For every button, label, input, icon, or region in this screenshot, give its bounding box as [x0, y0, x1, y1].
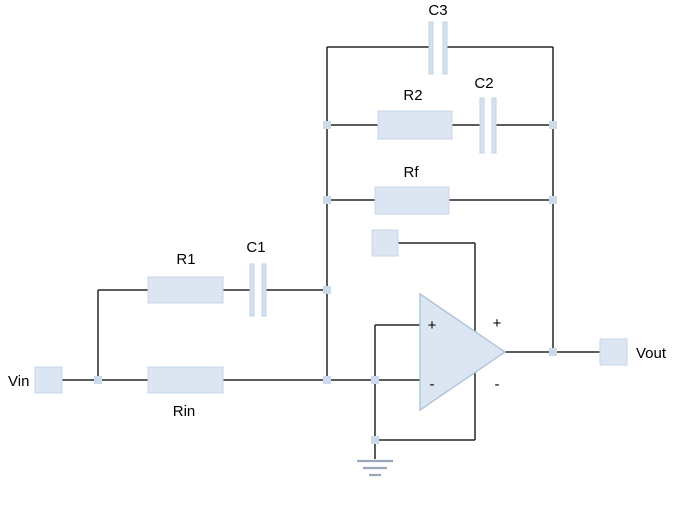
opamp-triangle: [419, 292, 507, 412]
label-vout: Vout: [636, 345, 667, 362]
ground-symbol: [357, 459, 393, 477]
capacitor-c1-plate-right: [261, 263, 267, 317]
capacitor-c1-plate-left: [249, 263, 255, 317]
label-c2: C2: [474, 75, 493, 92]
components: [34, 21, 628, 412]
label-r2: R2: [403, 87, 422, 104]
resistor-r1: [147, 276, 224, 304]
resistor-rin: [147, 366, 224, 394]
junction-dot: [323, 376, 331, 384]
labels: C3 R2 C2 Rf R1 C1 Rin Vin Vout + - + -: [8, 2, 667, 420]
label-r1: R1: [176, 251, 195, 268]
unlabeled-square-block: [371, 229, 399, 257]
junction-dot: [371, 436, 379, 444]
junction-dot: [549, 196, 557, 204]
label-vin: Vin: [8, 373, 29, 390]
resistor-rf: [374, 186, 450, 215]
opamp-minus-inside: -: [430, 376, 435, 393]
junction-dot: [94, 376, 102, 384]
label-rin: Rin: [173, 403, 196, 420]
junction-dots: [94, 121, 557, 444]
capacitor-c3-plate-left: [428, 21, 434, 75]
vout-terminal: [599, 338, 628, 366]
ground-bars: [357, 459, 393, 477]
junction-dot: [323, 286, 331, 294]
wire-network: [62, 46, 600, 459]
capacitor-c3-plate-right: [442, 21, 448, 75]
junction-dot: [323, 196, 331, 204]
label-c1: C1: [246, 239, 265, 256]
capacitor-c2-plate-right: [491, 97, 497, 154]
resistor-r2: [377, 110, 453, 140]
junction-dot: [549, 121, 557, 129]
label-rf: Rf: [404, 164, 420, 181]
junction-dot: [371, 376, 379, 384]
vin-terminal: [34, 366, 63, 394]
junction-dot: [549, 348, 557, 356]
opamp-minus-outside: -: [495, 376, 500, 393]
wire-input-network: [62, 289, 420, 381]
capacitor-c2-plate-left: [479, 97, 485, 154]
label-c3: C3: [428, 2, 447, 19]
opamp-plus-outside: +: [493, 315, 502, 332]
opamp-plus-inside: +: [428, 317, 437, 334]
junction-dot: [323, 121, 331, 129]
